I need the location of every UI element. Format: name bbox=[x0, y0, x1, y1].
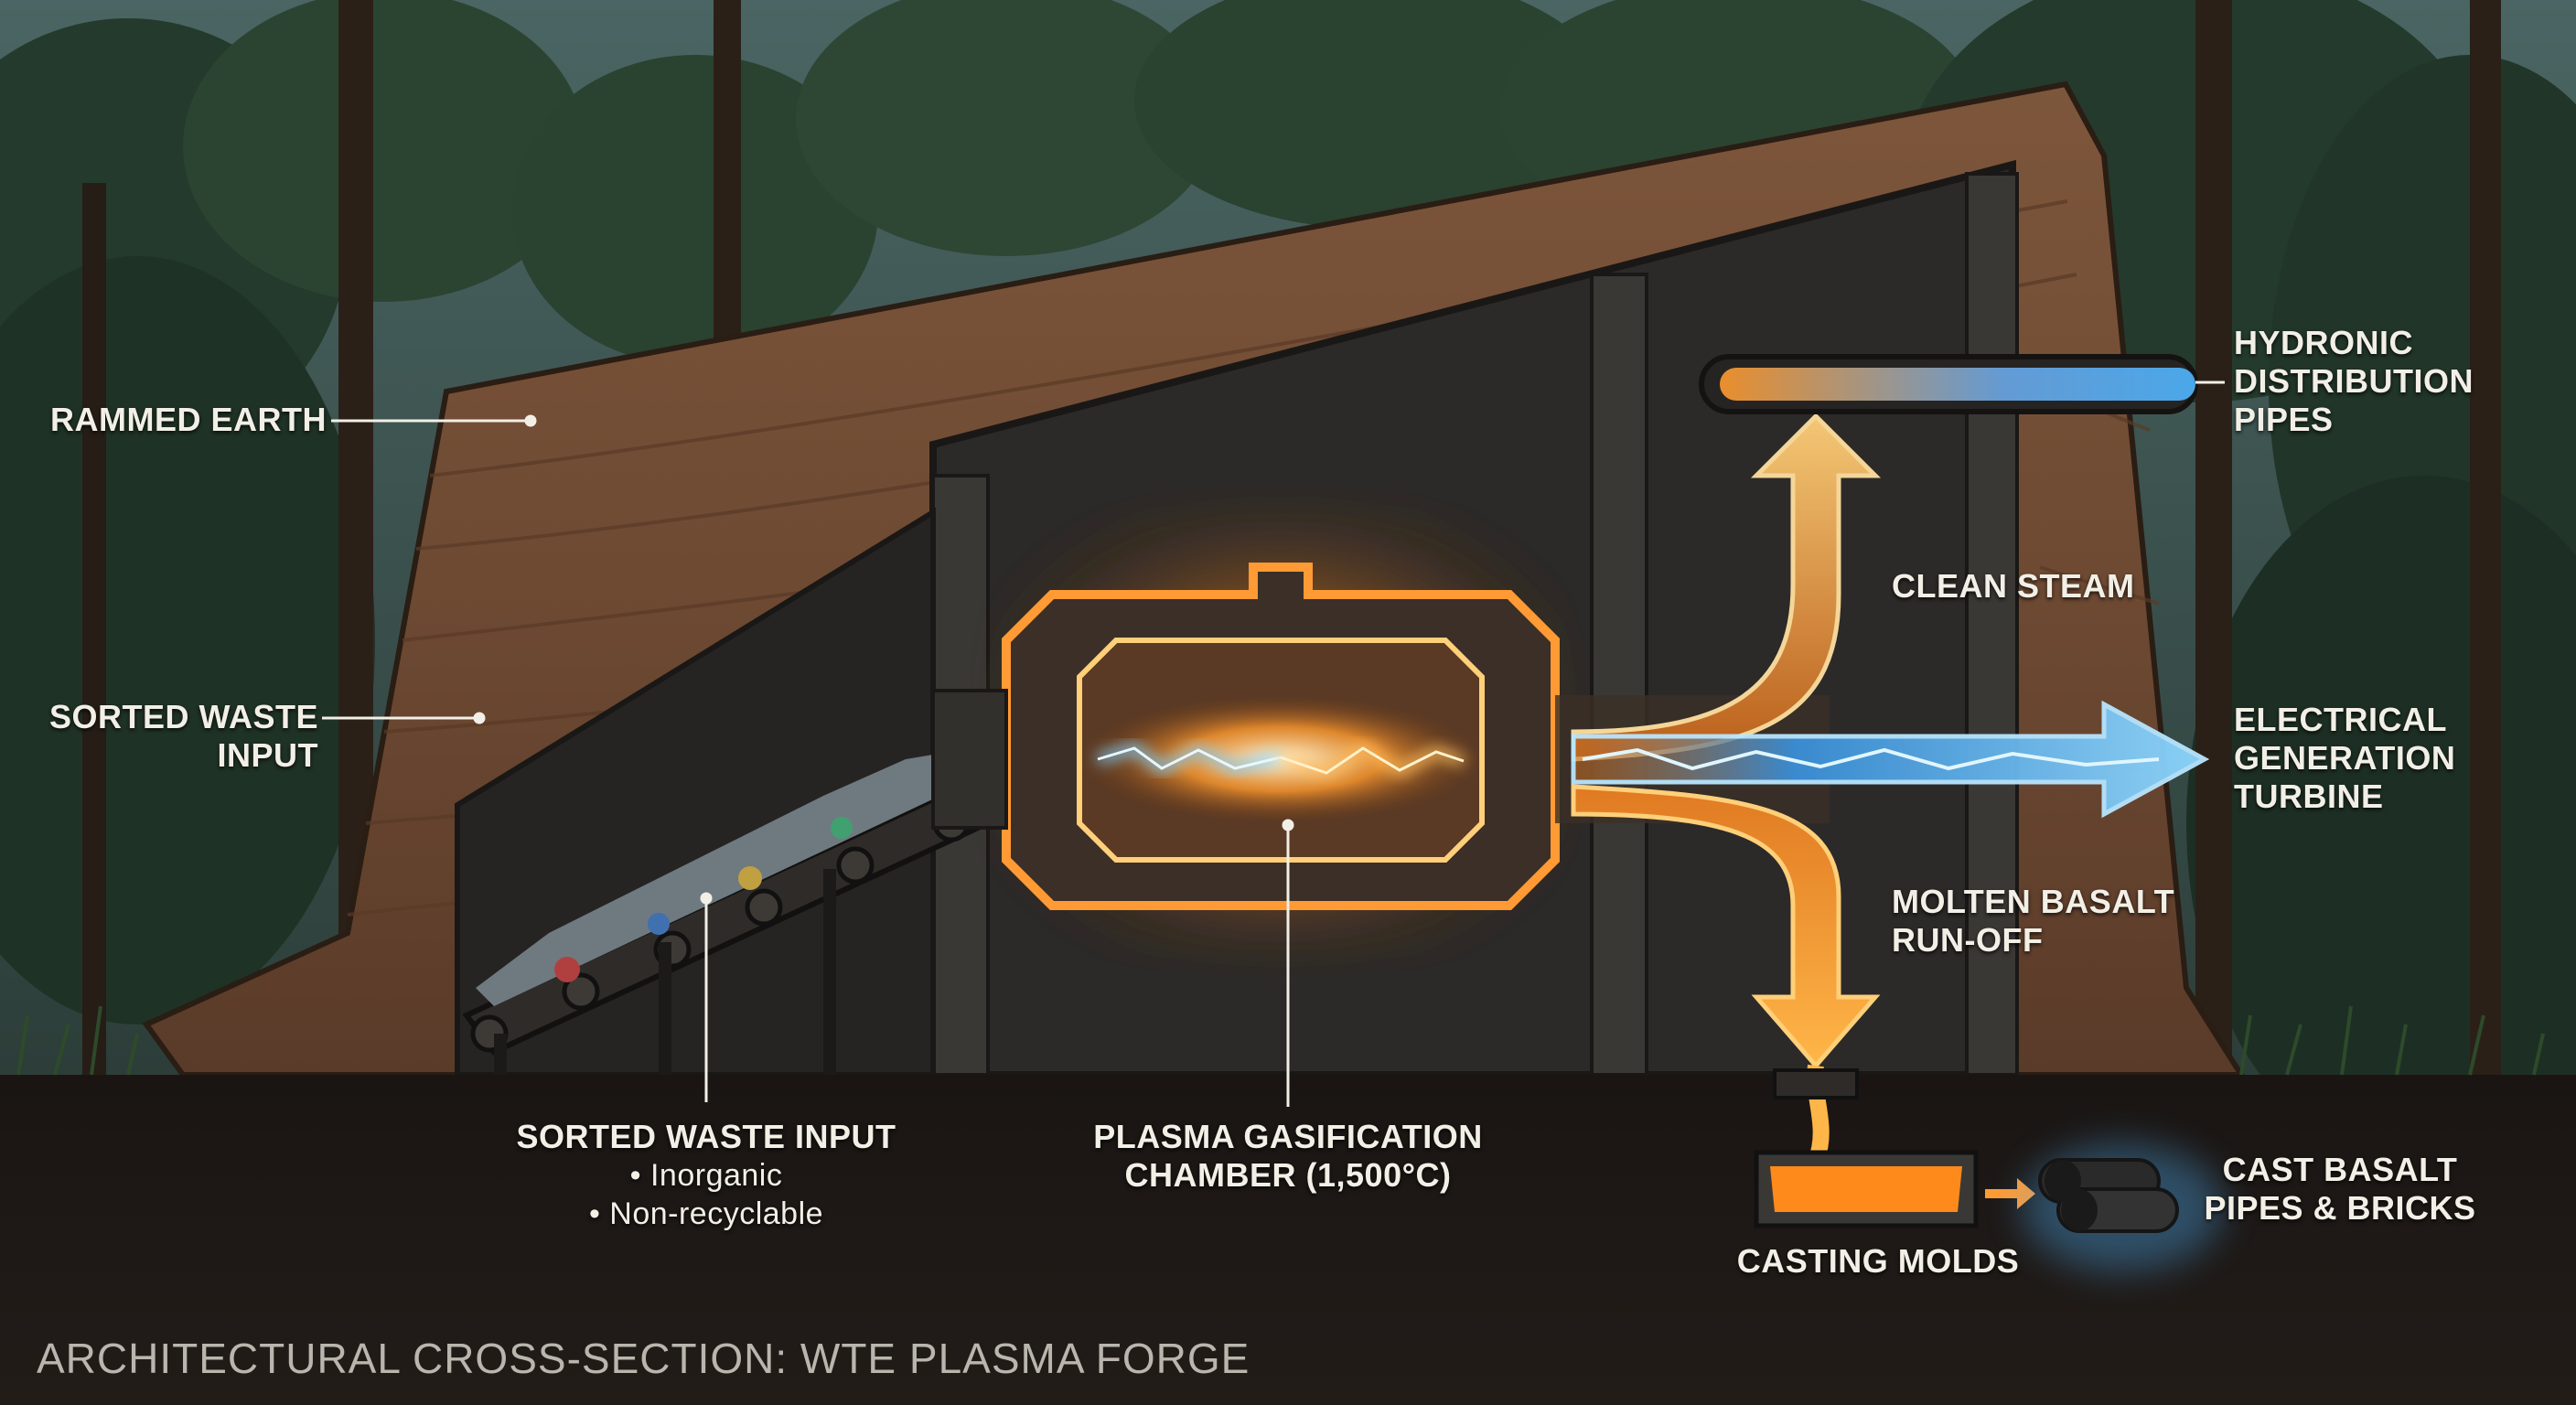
leader-lines bbox=[322, 381, 2225, 1107]
molten-basalt-line2: RUN-OFF bbox=[1892, 921, 2044, 959]
electrical-line1: ELECTRICAL bbox=[2234, 701, 2447, 738]
electrical-flow bbox=[1571, 700, 2210, 819]
sorted-waste-input-title: SORTED WASTE INPUT bbox=[516, 1118, 896, 1155]
spout bbox=[1773, 1068, 1859, 1099]
sorted-waste-item-inorganic: • Inorganic bbox=[629, 1158, 783, 1193]
casting-molds-text: CASTING MOLDS bbox=[1736, 1242, 2020, 1280]
electrical-line2: GENERATION bbox=[2234, 739, 2456, 777]
sorted-waste-input-label: SORTED WASTE INPUT • Inorganic • Non-rec… bbox=[514, 1118, 898, 1233]
molten-basalt-line1: MOLTEN BASALT bbox=[1892, 883, 2175, 920]
plasma-chamber-line2: CHAMBER (1,500°C) bbox=[1124, 1156, 1452, 1194]
cast-basalt-line2: PIPES & BRICKS bbox=[2204, 1189, 2476, 1227]
figure-caption: ARCHITECTURAL CROSS-SECTION: WTE PLASMA … bbox=[37, 1335, 1250, 1382]
sorted-waste-side-label: SORTED WASTE INPUT bbox=[37, 698, 318, 775]
clean-steam-label: CLEAN STEAM bbox=[1892, 567, 2135, 606]
electrical-line3: TURBINE bbox=[2234, 778, 2384, 815]
cast-basalt-pipes bbox=[2022, 1143, 2223, 1271]
plasma-arc-blue-core bbox=[1097, 746, 1282, 770]
hydronic-line3: PIPES bbox=[2234, 401, 2334, 438]
shelter-supports bbox=[494, 869, 836, 1075]
hydronic-line2: DISTRIBUTION bbox=[2234, 362, 2474, 400]
plasma-chamber-label: PLASMA GASIFICATION CHAMBER (1,500°C) bbox=[1059, 1118, 1517, 1195]
sorted-waste-side-line2: INPUT bbox=[217, 736, 318, 774]
molten-basalt-label: MOLTEN BASALT RUN-OFF bbox=[1892, 883, 2174, 960]
sorted-waste-side-line1: SORTED WASTE bbox=[48, 698, 318, 735]
hydronic-pipe-glow bbox=[1720, 368, 2195, 401]
clean-steam-text: CLEAN STEAM bbox=[1892, 567, 2135, 605]
hydronic-line1: HYDRONIC bbox=[2234, 324, 2414, 361]
electrical-label: ELECTRICAL GENERATION TURBINE bbox=[2234, 701, 2455, 816]
interior-columns bbox=[931, 172, 2019, 1077]
cast-basalt-line1: CAST BASALT bbox=[2222, 1151, 2458, 1188]
rammed-earth-label: RAMMED EARTH bbox=[50, 401, 327, 439]
plasma-arc-orange-core bbox=[1280, 746, 1465, 775]
sorted-waste-item-nonrecyclable: • Non-recyclable bbox=[588, 1196, 824, 1231]
hydronic-label: HYDRONIC DISTRIBUTION PIPES bbox=[2234, 324, 2474, 439]
chamber-duct-left bbox=[931, 689, 1008, 830]
rammed-earth-text: RAMMED EARTH bbox=[50, 401, 327, 438]
molten-pool bbox=[1770, 1166, 1962, 1212]
plasma-chamber-line1: PLASMA GASIFICATION bbox=[1093, 1118, 1483, 1155]
cast-basalt-label: CAST BASALT PIPES & BRICKS bbox=[2203, 1151, 2477, 1228]
casting-molds-label: CASTING MOLDS bbox=[1718, 1242, 2038, 1281]
molten-basalt-flow bbox=[1571, 784, 1881, 1069]
grass bbox=[16, 1005, 2545, 1076]
electric-arc bbox=[1582, 747, 2160, 771]
